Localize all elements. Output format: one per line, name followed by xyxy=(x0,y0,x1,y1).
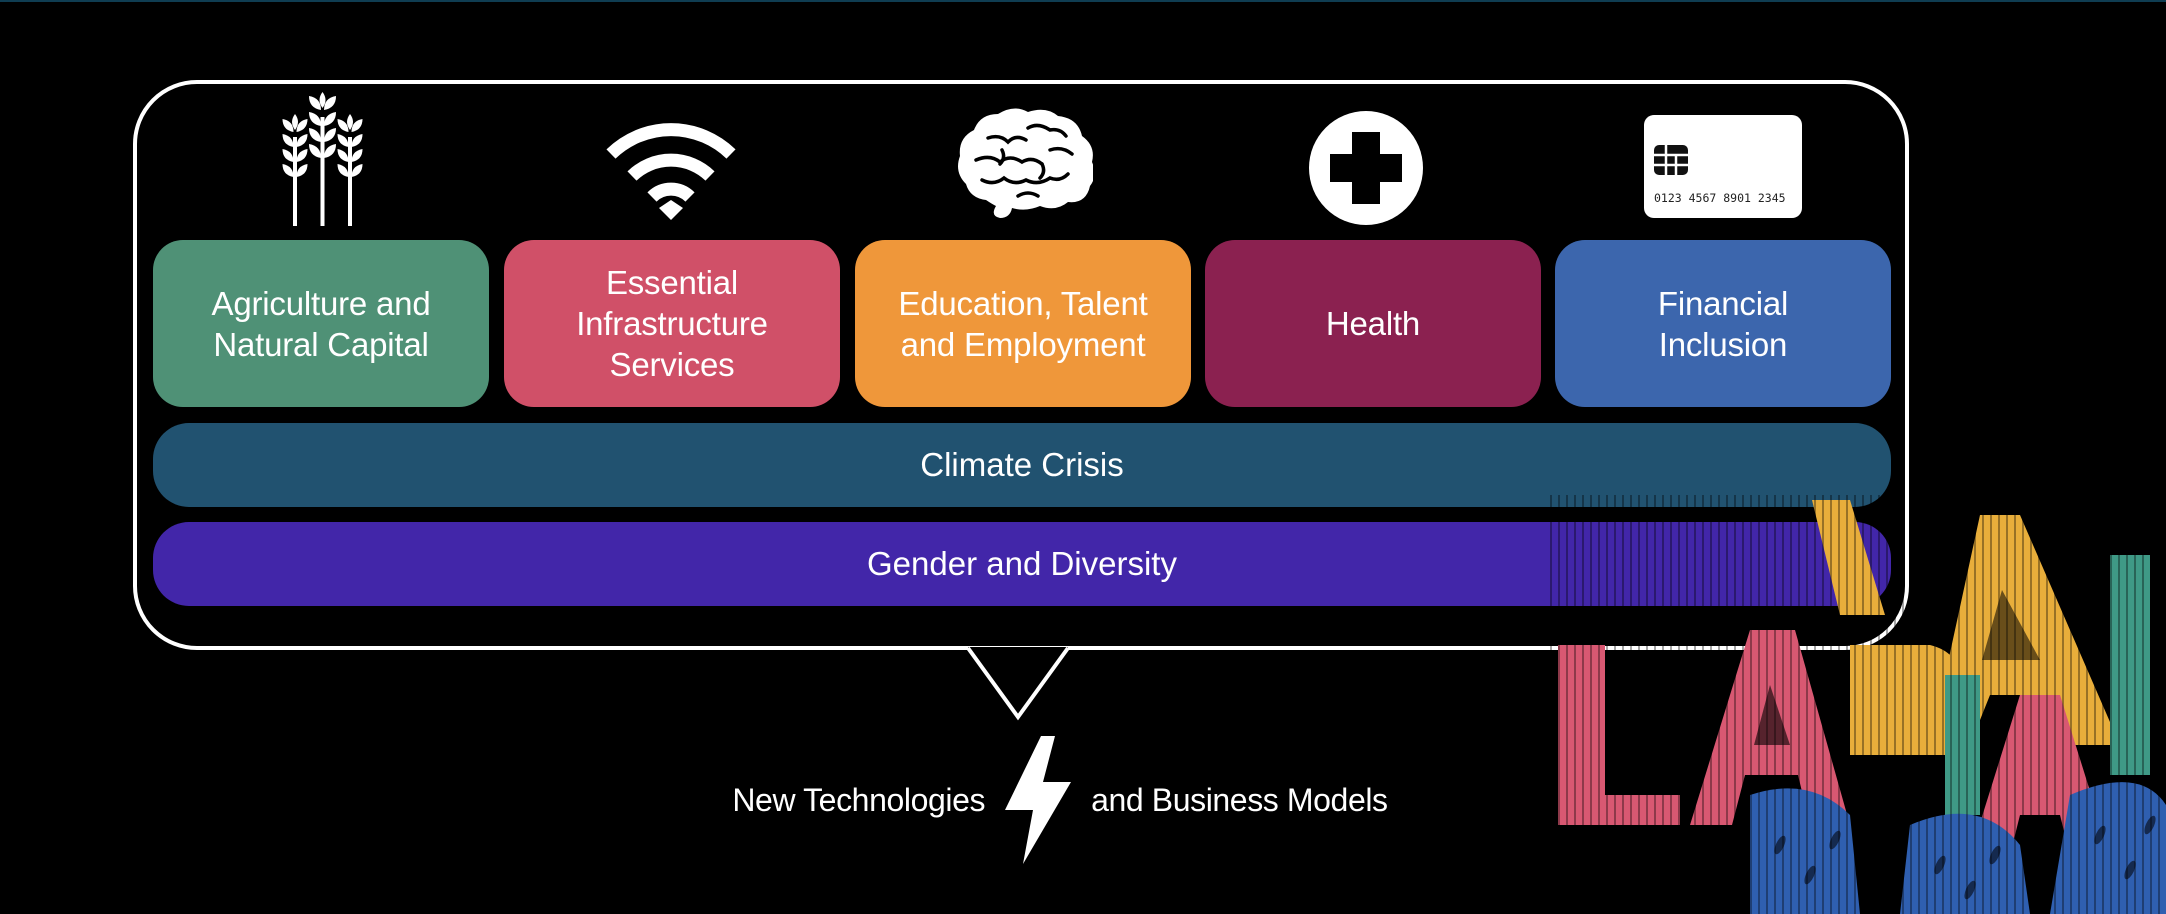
sector-label: Health xyxy=(1325,305,1421,342)
sector-label: Education, Talent and Employment xyxy=(898,284,1148,363)
sector-label: Essential Infrastructure Services xyxy=(576,264,768,383)
lightning-bolt-icon xyxy=(1005,736,1072,864)
sector-infrastructure: Essential Infrastructure Services xyxy=(504,240,840,407)
sector-label: Agriculture and Natural Capital xyxy=(211,284,431,363)
sector-financial-inclusion: Financial Inclusion xyxy=(1555,240,1891,407)
brain-icon xyxy=(958,108,1093,218)
speech-bubble-tail xyxy=(966,646,1070,721)
sector-agriculture: Agriculture and Natural Capital xyxy=(153,240,489,407)
sector-education: Education, Talent and Employment xyxy=(855,240,1191,407)
card-number-text: 0123 4567 8901 2345 xyxy=(1654,191,1786,205)
laba-logo xyxy=(1550,495,2166,914)
sector-health: Health xyxy=(1205,240,1541,407)
sector-label: Financial Inclusion xyxy=(1657,284,1789,363)
band-label: Climate Crisis xyxy=(920,446,1124,483)
band-climate-crisis: Climate Crisis xyxy=(153,423,1891,507)
wheat-icon xyxy=(275,92,370,226)
wifi-icon xyxy=(605,120,737,220)
band-label: Gender and Diversity xyxy=(867,545,1177,582)
footer-left-text: New Technologies xyxy=(732,781,986,818)
footer-right-text: and Business Models xyxy=(1091,781,1388,818)
credit-card-icon: 0123 4567 8901 2345 xyxy=(1644,115,1802,218)
footer-caption: New Technologies and Business Models xyxy=(680,735,1440,865)
medical-cross-icon xyxy=(1308,110,1424,226)
top-divider-line xyxy=(0,0,2166,2)
